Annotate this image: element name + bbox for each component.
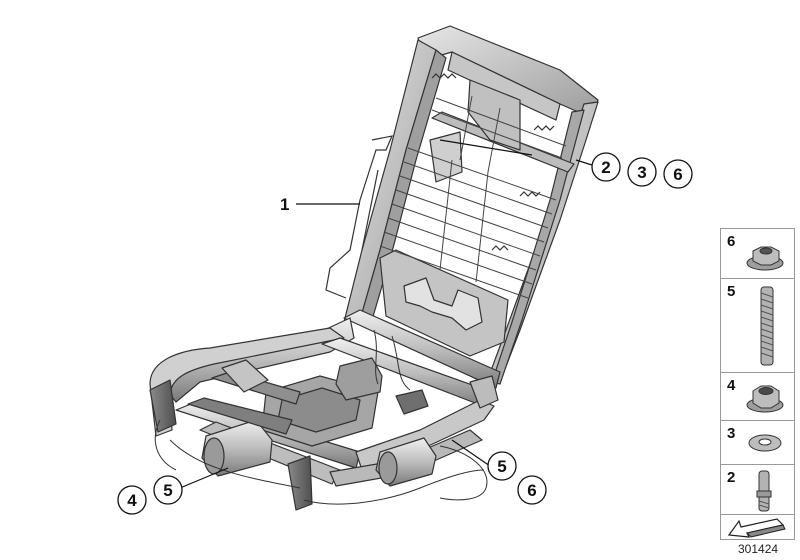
part-cell-3: 3: [721, 421, 794, 465]
parts-legend-panel: 6 5 4 3: [720, 228, 795, 540]
callout-circle: [153, 475, 183, 505]
part-cell-2: 2: [721, 465, 794, 515]
callout-circle: [627, 157, 657, 187]
part-number: 3: [727, 425, 736, 442]
part-number: 5: [727, 283, 736, 300]
leader-lines: [179, 139, 593, 489]
backrest-frame: [343, 25, 599, 389]
callout-2: 2: [591, 152, 621, 182]
washer-icon: [748, 434, 782, 452]
part-cell-5: 5: [721, 279, 794, 373]
part-cell-arrow: [721, 515, 794, 539]
frame-label-text: 1: [280, 195, 289, 214]
callout-3-text: 3: [637, 163, 646, 182]
seat-base-frame: [149, 317, 499, 511]
callout-6-top-text: 6: [673, 165, 682, 184]
part-cell-6: 6: [721, 229, 794, 279]
callout-4-text: 4: [127, 491, 137, 510]
springs: [431, 73, 555, 251]
stud-bolt-icon: [760, 286, 774, 366]
part-number: 2: [727, 469, 736, 486]
callout-2-text: 2: [601, 158, 610, 177]
callout-5-right: 5: [487, 451, 517, 481]
callout-circle: [517, 475, 547, 505]
part-number: 6: [727, 233, 736, 250]
part-number: 4: [727, 377, 736, 394]
part-cell-4: 4: [721, 373, 794, 421]
side-guide-rod: [325, 135, 394, 299]
callout-6-top: 6: [663, 159, 693, 189]
callout-circle: [117, 485, 147, 515]
callout-5-right-text: 5: [497, 457, 506, 476]
callout-circle: [663, 159, 693, 189]
callout-5-left: 5: [153, 475, 183, 505]
seat-cables: [154, 329, 488, 505]
callout-circle: [487, 451, 517, 481]
callout-5-left-text: 5: [163, 481, 172, 500]
backrest-wire-mesh: [379, 95, 567, 299]
callout-4: 4: [117, 485, 147, 515]
flange-nut-icon: [746, 246, 784, 271]
direction-arrow-icon: [727, 518, 786, 538]
callout-6-bottom: 6: [517, 475, 547, 505]
callout-frame-label: 1: [280, 195, 289, 214]
callout-circle: [591, 152, 621, 182]
callout-3: 3: [627, 157, 657, 187]
callout-6-bottom-text: 6: [527, 481, 536, 500]
drawing-number: 301424: [738, 542, 779, 556]
hex-nut-icon: [746, 385, 784, 413]
pin-bolt-icon: [756, 470, 772, 512]
